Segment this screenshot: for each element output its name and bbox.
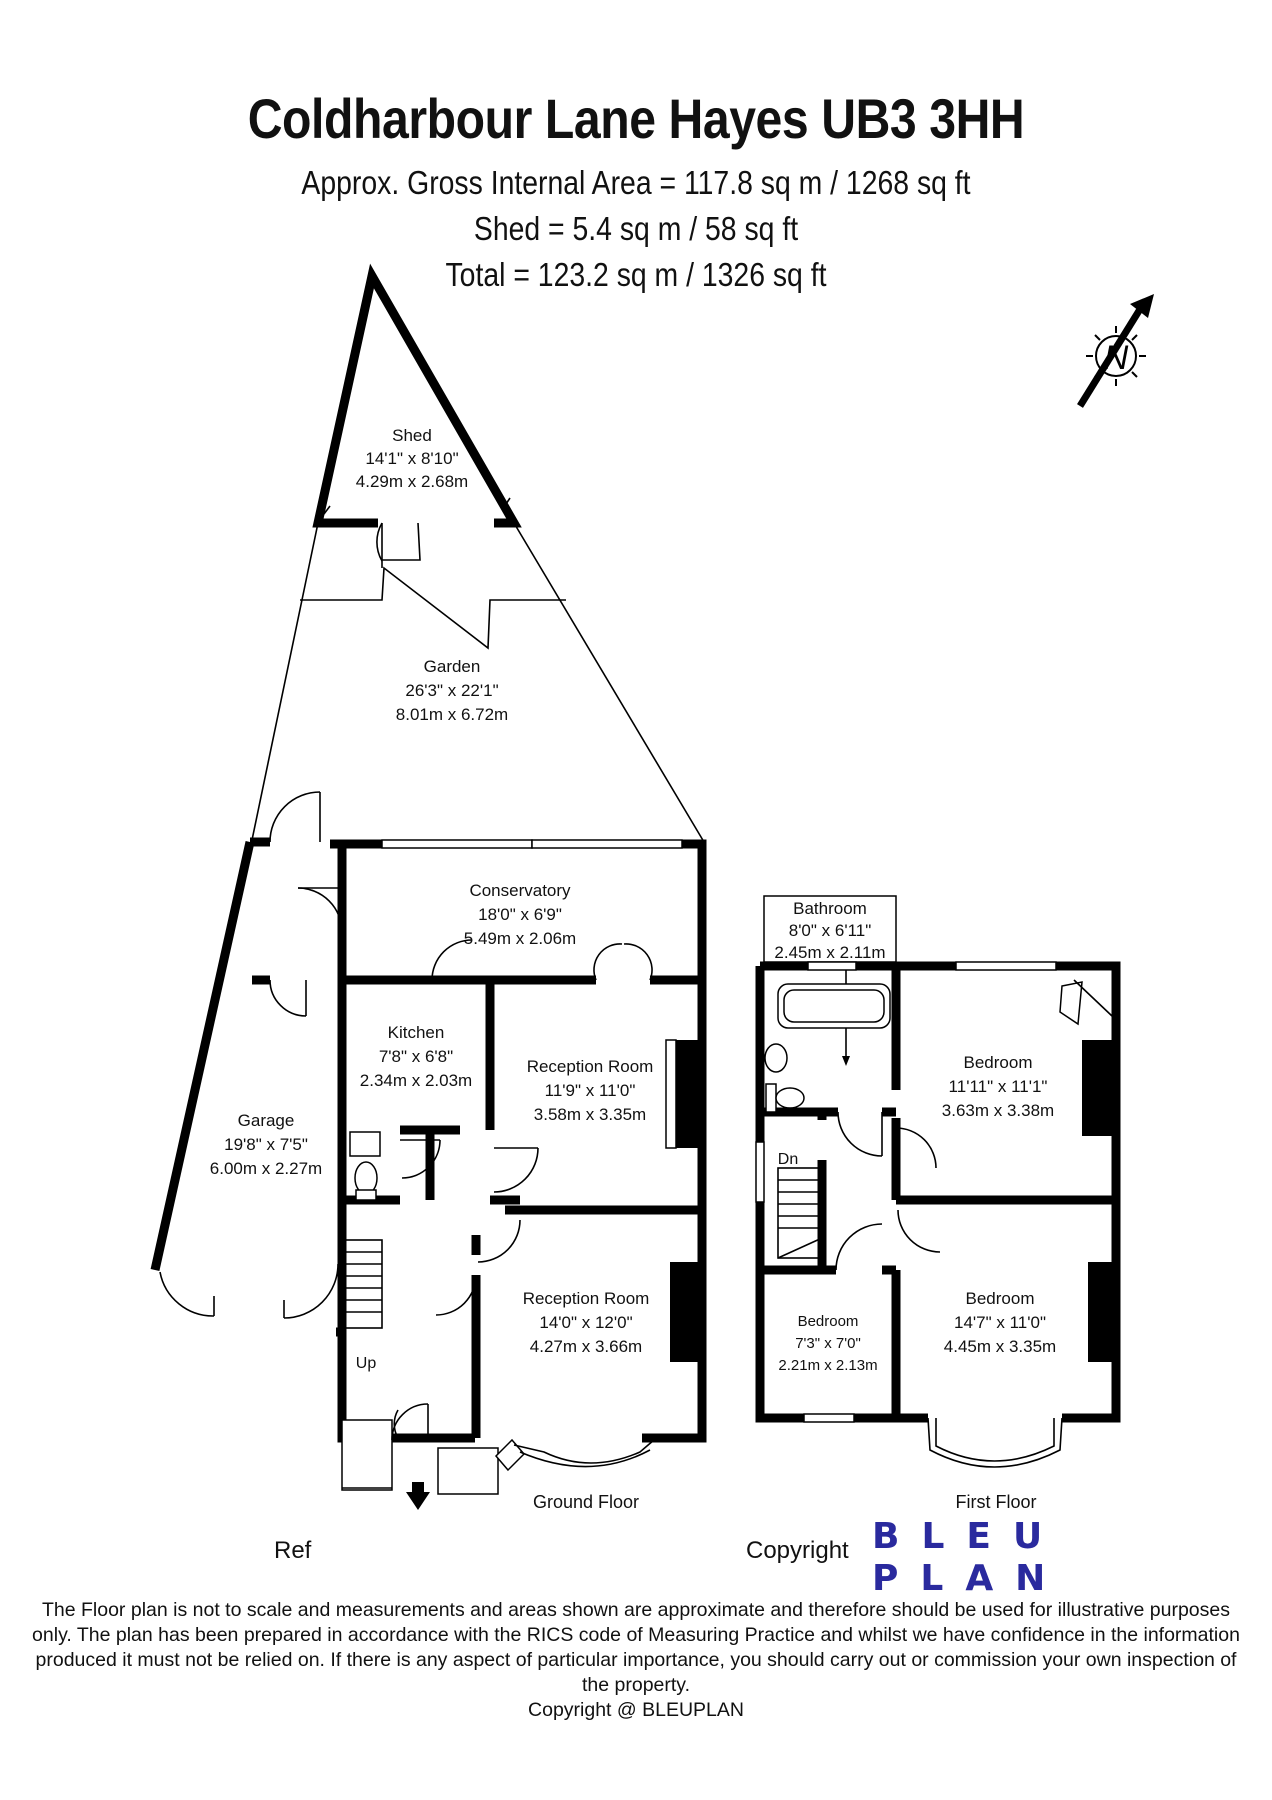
garage-doors xyxy=(159,1263,339,1319)
ground-stairs xyxy=(341,1239,383,1329)
wc-fixtures xyxy=(349,1131,381,1201)
svg-text:14'0" x 12'0": 14'0" x 12'0" xyxy=(539,1313,632,1332)
svg-text:Garden: Garden xyxy=(424,657,481,676)
reception-front-label: Reception Room 14'0" x 12'0" 4.27m x 3.6… xyxy=(523,1289,650,1356)
ground-doors xyxy=(269,791,653,1316)
svg-text:3.58m x 3.35m: 3.58m x 3.35m xyxy=(534,1105,646,1124)
conservatory-windows xyxy=(381,839,683,849)
svg-text:14'7" x 11'0": 14'7" x 11'0" xyxy=(954,1313,1046,1332)
svg-text:Bedroom: Bedroom xyxy=(798,1313,859,1330)
shed-outline xyxy=(312,263,522,568)
copyright-label: Copyright xyxy=(746,1537,849,1564)
reception-rear-label: Reception Room 11'9" x 11'0" 3.58m x 3.3… xyxy=(527,1057,654,1124)
stairs-up-label: Up xyxy=(356,1355,377,1372)
svg-text:4.27m x 3.66m: 4.27m x 3.66m xyxy=(530,1337,642,1356)
bathroom-label: Bathroom 8'0" x 6'11" 2.45m x 2.11m xyxy=(774,899,885,962)
svg-text:7'8" x 6'8": 7'8" x 6'8" xyxy=(379,1047,453,1066)
total-area-text: Total = 123.2 sq m / 1326 sq ft xyxy=(445,256,827,293)
kitchen-label: Kitchen 7'8" x 6'8" 2.34m x 2.03m xyxy=(360,1023,472,1090)
conservatory-label: Conservatory 18'0" x 6'9" 5.49m x 2.06m xyxy=(464,881,576,948)
bedroom-small-label: Bedroom 7'3" x 7'0" 2.21m x 2.13m xyxy=(778,1313,877,1374)
svg-text:2.34m x 2.03m: 2.34m x 2.03m xyxy=(360,1071,472,1090)
svg-text:Bathroom: Bathroom xyxy=(793,899,867,918)
svg-text:Garage: Garage xyxy=(238,1111,295,1130)
brand-logo: BLEU PLAN xyxy=(872,1516,1067,1600)
svg-text:2.45m x 2.11m: 2.45m x 2.11m xyxy=(774,943,885,962)
brand-line-1: BLEU xyxy=(872,1516,1065,1557)
svg-text:19'8" x 7'5": 19'8" x 7'5" xyxy=(224,1135,308,1154)
brand-line-2: PLAN xyxy=(872,1558,1068,1599)
fireplace-rear-bedroom xyxy=(1082,1040,1112,1136)
hearth-rear xyxy=(665,1039,677,1149)
first-floor-bay xyxy=(927,1417,1063,1468)
svg-text:Kitchen: Kitchen xyxy=(388,1023,445,1042)
svg-text:4.45m x 3.35m: 4.45m x 3.35m xyxy=(944,1337,1056,1356)
svg-text:Shed: Shed xyxy=(392,426,432,445)
disclaimer-body: The Floor plan is not to scale and measu… xyxy=(32,1599,1240,1696)
ground-floor-label: Ground Floor xyxy=(533,1492,639,1512)
bathroom-fixtures xyxy=(764,983,891,1113)
svg-text:4.29m x 2.68m: 4.29m x 2.68m xyxy=(356,472,468,491)
svg-text:6.00m x 2.27m: 6.00m x 2.27m xyxy=(210,1159,322,1178)
ref-label: Ref xyxy=(274,1537,312,1564)
pointer-head xyxy=(842,1056,850,1066)
compass-letter: N xyxy=(1104,339,1129,377)
svg-text:14'1" x 8'10": 14'1" x 8'10" xyxy=(365,449,458,468)
bedroom-front-label: Bedroom 14'7" x 11'0" 4.45m x 3.35m xyxy=(944,1289,1056,1356)
svg-text:8.01m x 6.72m: 8.01m x 6.72m xyxy=(396,705,508,724)
svg-text:18'0" x 6'9": 18'0" x 6'9" xyxy=(478,905,562,924)
svg-text:11'11" x 11'1": 11'11" x 11'1" xyxy=(949,1077,1048,1096)
svg-text:8'0" x 6'11": 8'0" x 6'11" xyxy=(789,921,872,940)
first-floor-label: First Floor xyxy=(956,1492,1037,1512)
bathroom-label-box xyxy=(763,895,897,963)
svg-text:Reception Room: Reception Room xyxy=(527,1057,654,1076)
shed-area-text: Shed = 5.4 sq m / 58 sq ft xyxy=(473,210,799,247)
bedroom-rear-label: Bedroom 11'11" x 11'1" 3.63m x 3.38m xyxy=(942,1053,1054,1120)
first-floor-windows xyxy=(755,961,1057,1423)
svg-text:11'9" x 11'0": 11'9" x 11'0" xyxy=(545,1081,636,1100)
svg-text:Bedroom: Bedroom xyxy=(964,1053,1033,1072)
svg-text:26'3" x 22'1": 26'3" x 22'1" xyxy=(405,681,498,700)
shed-label: Shed 14'1" x 8'10" 4.29m x 2.68m xyxy=(356,426,468,491)
disclaimer-copyright: Copyright @ BLEUPLAN xyxy=(528,1699,744,1721)
north-arrow-icon: N xyxy=(1077,294,1154,408)
stairs-down-label: Dn xyxy=(778,1151,798,1168)
fireplace-rear-reception xyxy=(676,1040,702,1148)
svg-text:Bedroom: Bedroom xyxy=(966,1289,1035,1308)
ground-floor-bay xyxy=(341,1403,655,1510)
svg-text:7'3" x 7'0": 7'3" x 7'0" xyxy=(795,1335,861,1352)
garage-label: Garage 19'8" x 7'5" 6.00m x 2.27m xyxy=(210,1111,322,1178)
disclaimer-text: The Floor plan is not to scale and measu… xyxy=(30,1598,1242,1723)
garden-label: Garden 26'3" x 22'1" 8.01m x 6.72m xyxy=(396,657,508,724)
svg-text:Reception Room: Reception Room xyxy=(523,1289,650,1308)
svg-text:2.21m x 2.13m: 2.21m x 2.13m xyxy=(778,1357,877,1374)
svg-text:Conservatory: Conservatory xyxy=(469,881,571,900)
first-floor-stairs xyxy=(777,1167,823,1259)
svg-text:3.63m x 3.38m: 3.63m x 3.38m xyxy=(942,1101,1054,1120)
svg-text:5.49m x 2.06m: 5.49m x 2.06m xyxy=(464,929,576,948)
gross-area-text: Approx. Gross Internal Area = 117.8 sq m… xyxy=(301,164,971,201)
fireplace-front-bedroom xyxy=(1088,1262,1114,1362)
first-floor-doors xyxy=(835,979,1113,1271)
page-title: Coldharbour Lane Hayes UB3 3HH xyxy=(247,87,1025,150)
fireplace-front-reception xyxy=(670,1262,700,1362)
